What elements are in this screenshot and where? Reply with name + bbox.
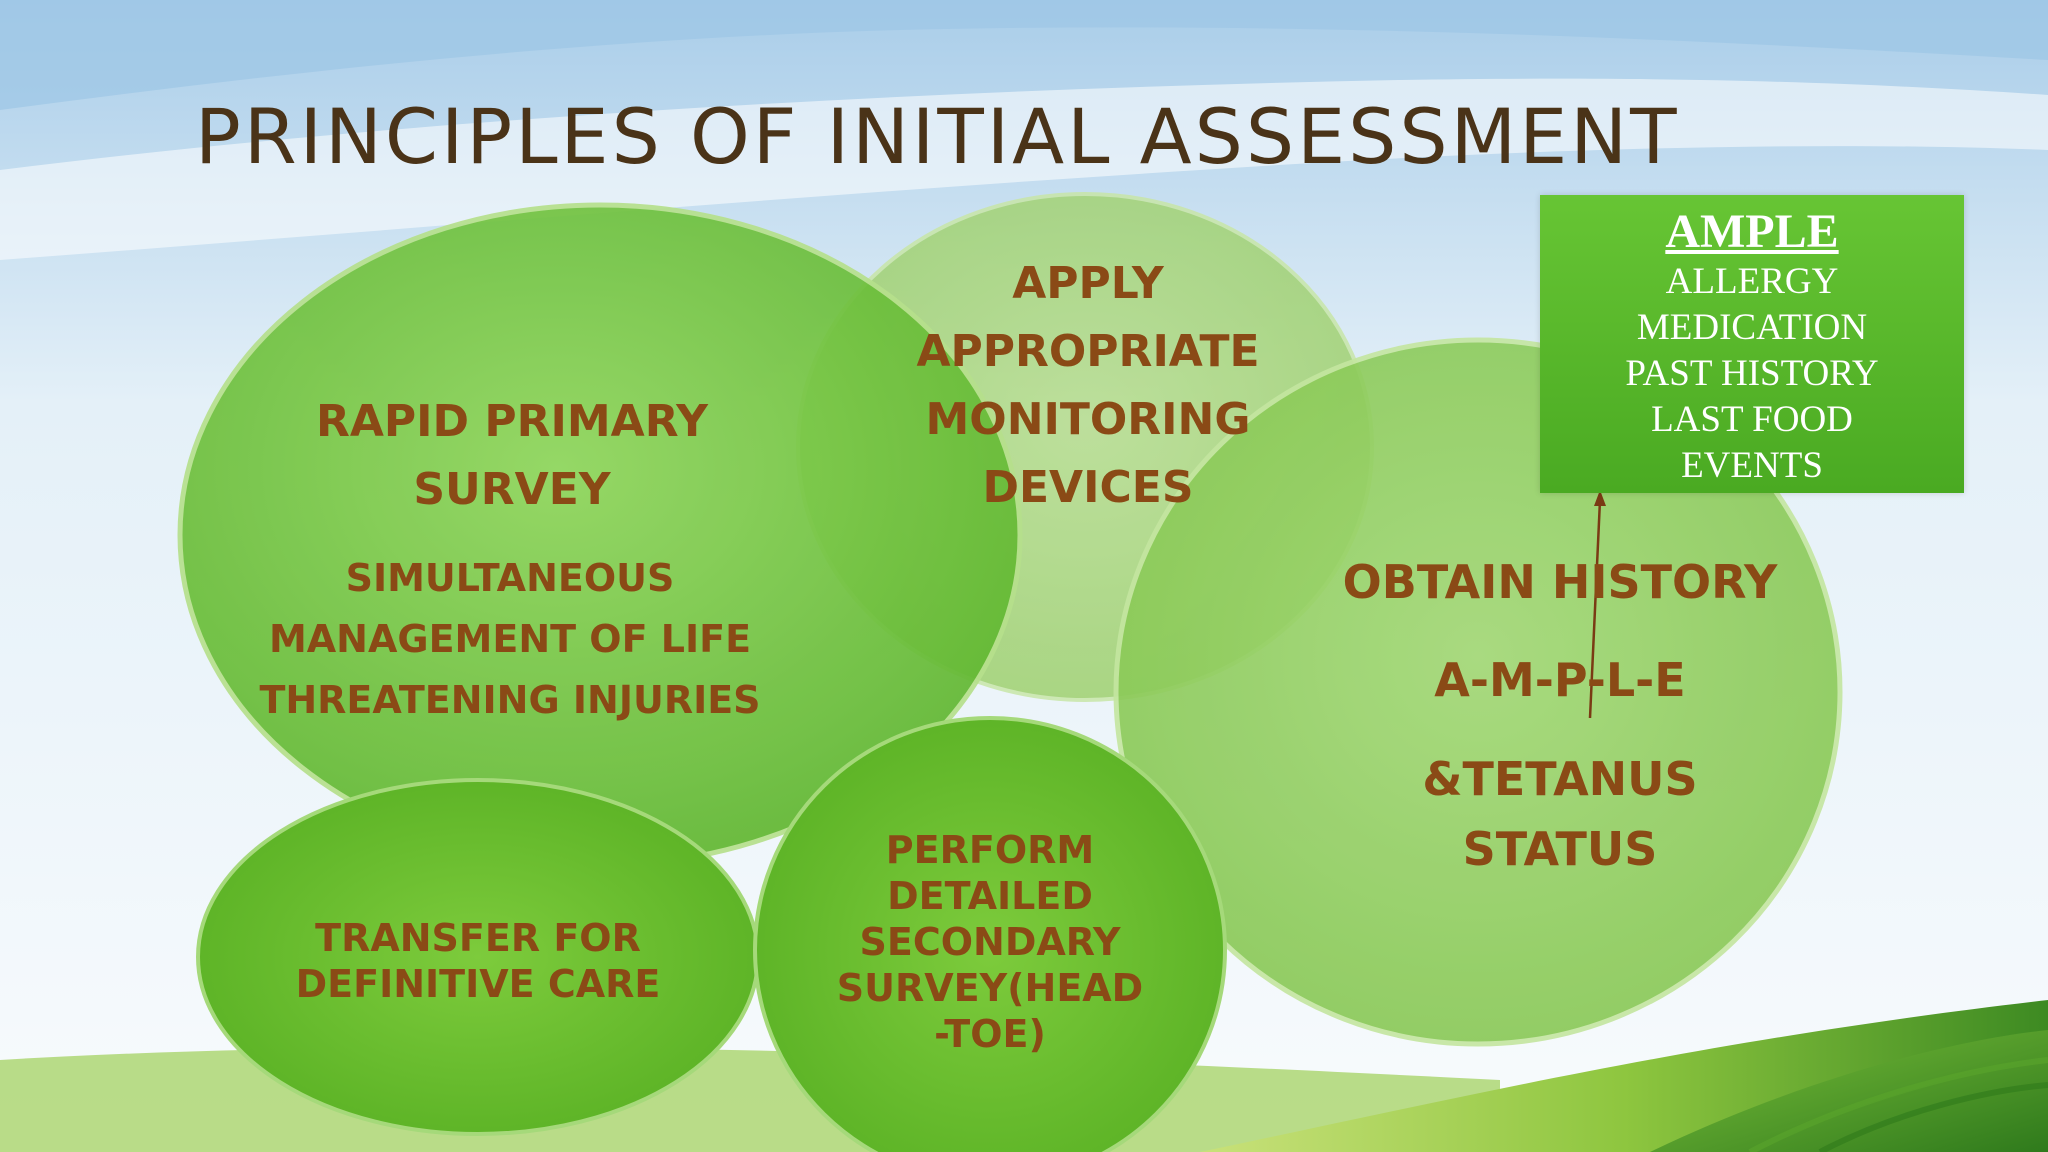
primary-sub3: THREATENING INJURIES [259, 678, 761, 722]
transfer-line2: DEFINITIVE CARE [295, 962, 661, 1006]
secondary-line4: SURVEY(HEAD [836, 966, 1144, 1010]
arrow-head-icon [1594, 490, 1606, 506]
secondary-line1: PERFORM [885, 828, 1095, 872]
ample-box: AMPLE ALLERGY MEDICATION PAST HISTORY LA… [1540, 195, 1964, 493]
primary-line1: RAPID PRIMARY [315, 396, 709, 447]
transfer-line1: TRANSFER FOR [315, 916, 641, 960]
ample-heading: AMPLE [1665, 205, 1839, 258]
secondary-line5: -TOE) [934, 1012, 1046, 1056]
bubble-history [1113, 337, 1843, 1047]
monitoring-line2: APPROPRIATE [916, 326, 1260, 377]
monitoring-line1: APPLY [1012, 258, 1164, 309]
history-line2: A-M-P-L-E [1434, 653, 1686, 707]
history-line4: STATUS [1462, 822, 1658, 876]
arrow-line [1588, 499, 1602, 719]
history-line1: OBTAIN HISTORY [1342, 555, 1778, 609]
primary-sub2: MANAGEMENT OF LIFE [268, 617, 752, 661]
ample-item-events: EVENTS [1681, 445, 1823, 486]
ample-item-medication: MEDICATION [1636, 307, 1868, 348]
slide-title: PRINCIPLES OF INITIAL ASSESSMENT [195, 92, 1680, 181]
monitoring-line4: DEVICES [982, 462, 1194, 513]
history-line3: &TETANUS [1422, 752, 1698, 806]
ample-item-last-food: LAST FOOD [1651, 399, 1853, 440]
secondary-line3: SECONDARY [859, 920, 1121, 964]
secondary-line2: DETAILED [887, 874, 1093, 918]
primary-sub1: SIMULTANEOUS [345, 556, 675, 600]
ample-item-past-history: PAST HISTORY [1625, 353, 1879, 394]
bubble-secondary [753, 716, 1227, 1152]
ample-item-allergy: ALLERGY [1665, 261, 1839, 302]
primary-line2: SURVEY [413, 464, 611, 515]
monitoring-line3: MONITORING [925, 394, 1251, 445]
